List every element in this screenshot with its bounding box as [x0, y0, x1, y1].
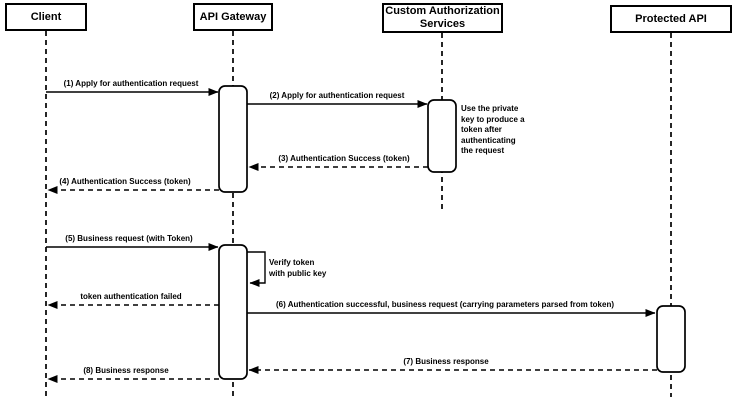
message-label-7: (7) Business response — [403, 357, 489, 366]
activation-custom-authorization-services — [427, 99, 457, 173]
message-label-5: (5) Business request (with Token) — [65, 234, 193, 243]
actor-protected-api-label: Protected API — [635, 12, 707, 25]
actor-api-gateway-label: API Gateway — [199, 10, 267, 23]
actor-custom-authorization-services: Custom Authorization Services — [382, 3, 503, 33]
message-label-8: (8) Business response — [83, 366, 169, 375]
message-label-2: (2) Apply for authentication request — [269, 91, 405, 100]
actor-client-label: Client — [30, 10, 62, 23]
activation-protected-api — [656, 305, 686, 373]
activation-api-gateway-2 — [218, 244, 248, 380]
note-private-key: Use the private key to produce a token a… — [461, 104, 525, 155]
message-label-3: (3) Authentication Success (token) — [278, 154, 410, 163]
message-label-verify-token: Verify token with public key — [269, 258, 327, 278]
message-label-1: (1) Apply for authentication request — [63, 79, 199, 88]
actor-protected-api: Protected API — [610, 5, 732, 33]
message-label-token-failed: token authentication failed — [80, 292, 182, 301]
message-label-4: (4) Authentication Success (token) — [59, 177, 191, 186]
message-label-6: (6) Authentication successful, business … — [275, 300, 615, 309]
activation-api-gateway-1 — [218, 85, 248, 193]
actor-api-gateway: API Gateway — [193, 3, 273, 31]
actor-custom-authorization-services-label: Custom Authorization Services — [385, 5, 500, 30]
actor-client: Client — [5, 3, 87, 31]
arrow-self-loop-verify-token — [247, 251, 266, 287]
